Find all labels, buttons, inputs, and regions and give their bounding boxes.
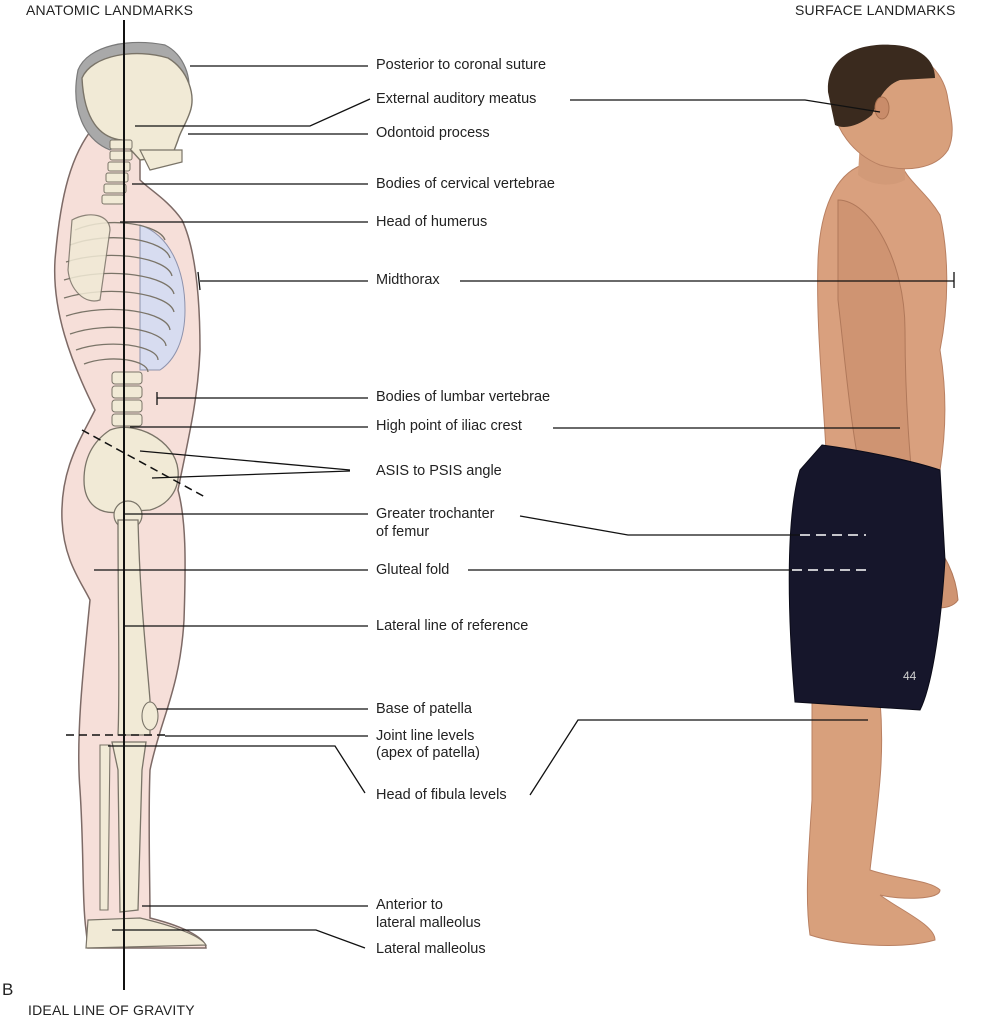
label-ant-malleolus-1: Anterior to xyxy=(376,897,443,913)
scapula xyxy=(67,214,111,302)
asis-psis-dashed xyxy=(81,429,206,498)
leader-fibula xyxy=(108,745,366,794)
label-joint-2: (apex of patella) xyxy=(376,745,480,761)
footer-ideal-line-of-gravity: IDEAL LINE OF GRAVITY xyxy=(28,1002,195,1018)
label-gluteal: Gluteal fold xyxy=(376,562,450,578)
tibia xyxy=(111,741,147,913)
label-malleolus: Lateral malleolus xyxy=(376,941,486,957)
label-lumbar: Bodies of lumbar vertebrae xyxy=(376,389,551,405)
leader-ext-auditory xyxy=(135,98,371,127)
leader-patella-right xyxy=(529,719,868,796)
label-trochanter-1: Greater trochanter xyxy=(376,506,495,522)
label-posterior-coronal: Posterior to coronal suture xyxy=(376,57,547,73)
leader-asis-2 xyxy=(151,470,351,479)
lumbar-spine xyxy=(111,371,143,427)
label-cervical: Bodies of cervical vertebrae xyxy=(376,176,555,192)
photo-ear xyxy=(874,96,890,120)
header-anatomic-landmarks: ANATOMIC LANDMARKS xyxy=(26,2,194,18)
photo-hair xyxy=(827,44,935,127)
label-trochanter-2: of femur xyxy=(376,524,430,540)
shorts-number: 44 xyxy=(903,669,917,683)
leader-trochanter-right xyxy=(519,515,800,536)
cervical-spine xyxy=(101,139,133,205)
midthorax-tick xyxy=(197,271,201,291)
pelvis xyxy=(83,426,179,514)
label-ant-malleolus-2: lateral malleolus xyxy=(376,915,481,931)
patella xyxy=(141,701,159,731)
jaw xyxy=(139,149,183,171)
leader-asis-1 xyxy=(139,450,351,471)
leader-malleolus xyxy=(112,929,366,949)
label-joint-1: Joint line levels xyxy=(376,728,475,744)
label-lateral-ref: Lateral line of reference xyxy=(376,618,529,634)
label-iliac: High point of iliac crest xyxy=(376,418,522,434)
panel-letter: B xyxy=(2,980,14,999)
label-humerus: Head of humerus xyxy=(376,214,488,230)
skull xyxy=(81,52,193,161)
leader-ext-auditory-right xyxy=(570,99,881,113)
photo-legs xyxy=(806,699,941,946)
foot xyxy=(85,917,208,949)
photo-shorts xyxy=(788,444,946,711)
label-patella: Base of patella xyxy=(376,701,472,717)
label-midthorax: Midthorax xyxy=(376,272,440,288)
label-fibula: Head of fibula levels xyxy=(376,787,507,803)
label-ext-auditory: External auditory meatus xyxy=(376,91,537,107)
fibula xyxy=(99,744,111,911)
label-odontoid: Odontoid process xyxy=(376,125,490,141)
header-surface-landmarks: SURFACE LANDMARKS xyxy=(795,2,956,18)
label-asis: ASIS to PSIS angle xyxy=(376,463,502,479)
